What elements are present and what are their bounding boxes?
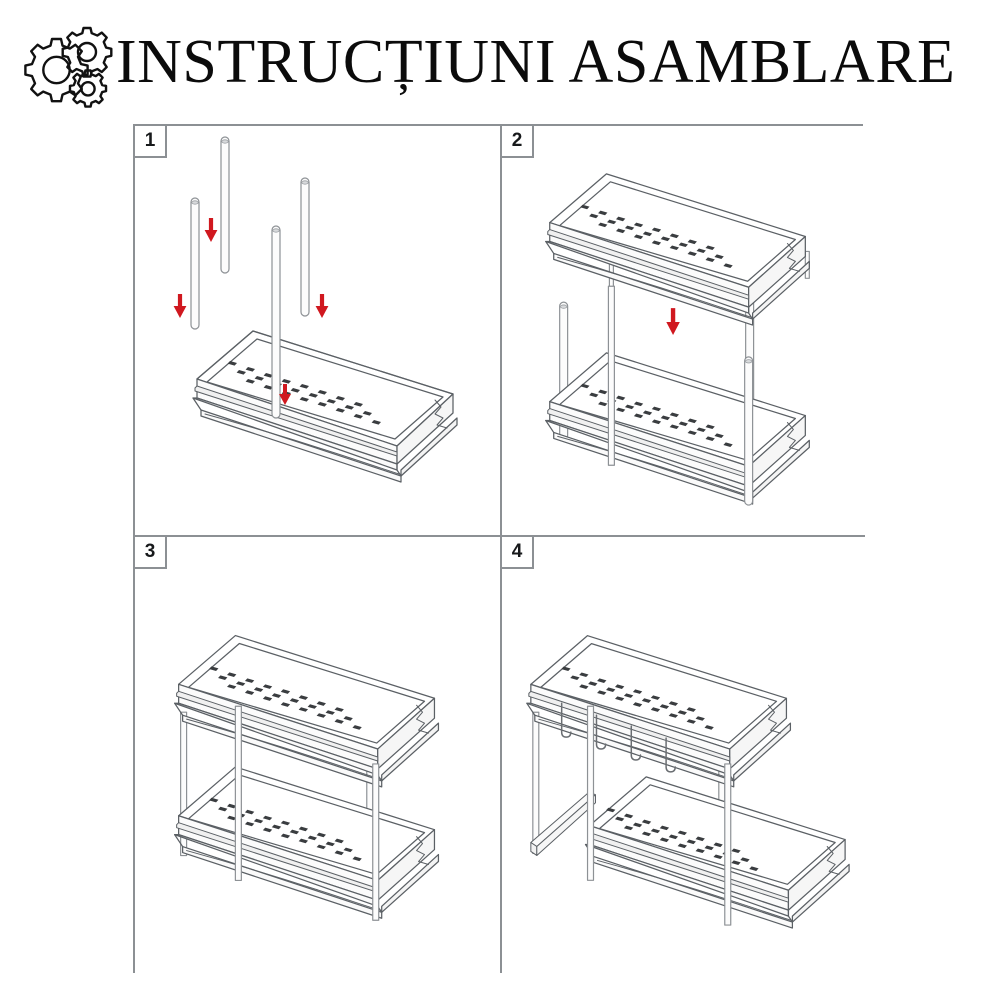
page-header: INSTRUCȚIUNI ASAMBLARE <box>0 0 1000 120</box>
step-4-illustration <box>526 635 850 929</box>
rod <box>190 136 310 419</box>
panel-step-3: 3 <box>135 535 500 973</box>
step-number-badge-1: 1 <box>135 126 167 158</box>
step-1-illustration <box>173 136 458 483</box>
arrow-down-icon <box>666 308 680 335</box>
rod <box>586 705 732 926</box>
panel-step-4: 4 <box>500 535 865 973</box>
rod <box>234 705 380 921</box>
panel-step-2: 2 <box>500 126 865 535</box>
page-title: INSTRUCȚIUNI ASAMBLARE <box>116 28 956 96</box>
step-3-illustration <box>174 634 440 921</box>
arrow-down-icon <box>173 218 329 405</box>
gears-icon <box>24 26 113 108</box>
panel-step-1: 1 <box>135 126 500 535</box>
step-number-badge-3: 3 <box>135 537 167 569</box>
hook-icon <box>560 702 676 773</box>
step-2-illustration <box>545 173 810 506</box>
step-number-badge-2: 2 <box>502 126 534 158</box>
step-number-badge-4: 4 <box>502 537 534 569</box>
rod <box>607 285 754 506</box>
steps-grid: 1 <box>133 124 865 973</box>
